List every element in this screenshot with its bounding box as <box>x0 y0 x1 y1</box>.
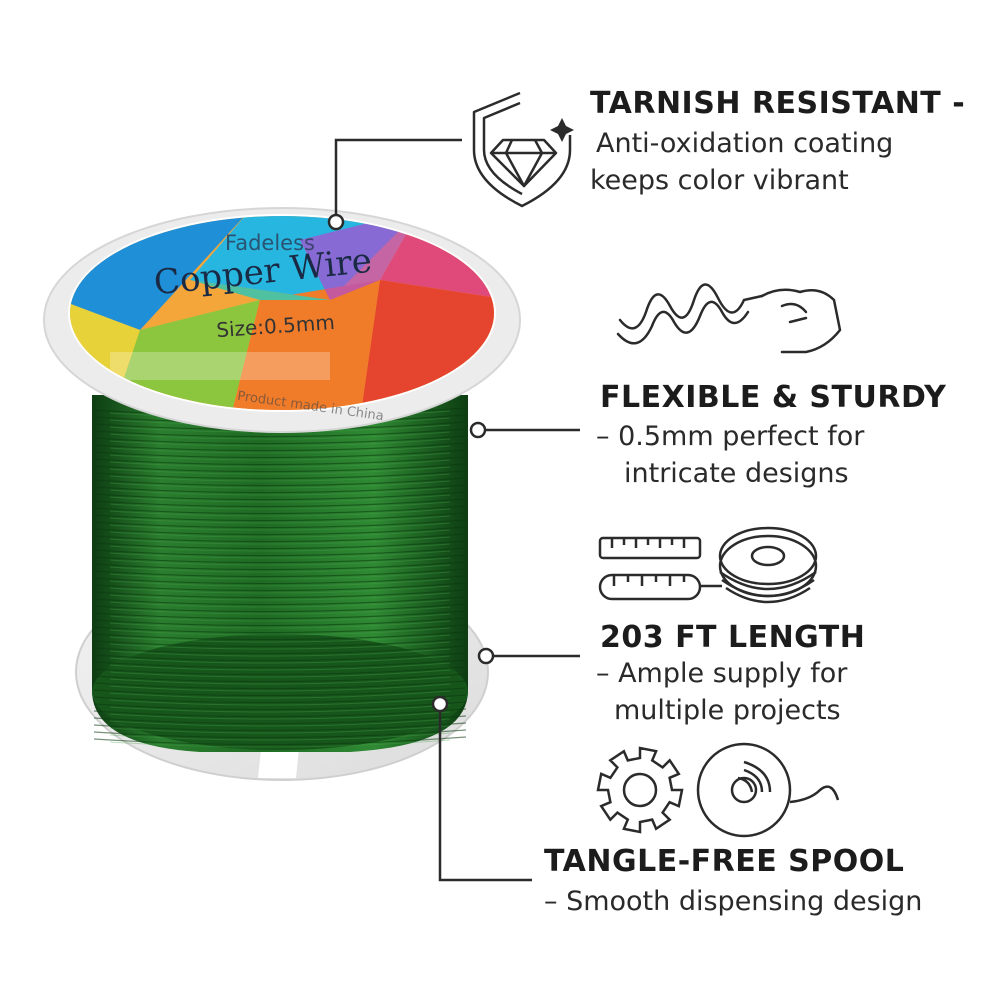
feature-title-tarnish-text: TARNISH RESISTANT <box>590 86 942 121</box>
gear-spool-icon <box>596 742 840 838</box>
feature-desc-line: – 0.5mm perfect for <box>596 421 865 452</box>
feature-desc-line: keeps color vibrant <box>590 165 849 196</box>
feature-title-separator: - <box>952 86 966 121</box>
leader-dots <box>327 213 495 713</box>
feature-desc-line: intricate designs <box>624 458 849 489</box>
feature-desc-line: Anti-oxidation coating <box>596 128 894 159</box>
feature-title-length: 203 FT LENGTH <box>600 620 866 655</box>
feature-title-tarnish: TARNISH RESISTANT - <box>590 86 965 121</box>
label-brand: Fadeless <box>225 231 315 255</box>
feature-title-flexible: FLEXIBLE & STURDY <box>600 380 947 415</box>
coiled-wire-hand-icon <box>616 283 842 354</box>
tape-measure-spool-icon <box>598 526 818 604</box>
leader-tarnish <box>334 138 462 222</box>
feature-desc-line: – Smooth dispensing design <box>544 886 923 917</box>
wire-winding <box>92 395 468 752</box>
feature-desc-length: – Ample supply for multiple projects <box>596 655 847 729</box>
feature-desc-tarnish: Anti-oxidation coating keeps color vibra… <box>590 125 894 199</box>
feature-desc-line: – Ample supply for <box>596 658 848 689</box>
leader-spool <box>438 704 532 882</box>
feature-desc-spool: – Smooth dispensing design <box>544 883 922 920</box>
leader-lines <box>334 138 580 882</box>
feature-desc-flexible: – 0.5mm perfect for intricate designs <box>596 418 864 492</box>
shield-diamond-icon <box>472 91 574 208</box>
feature-title-spool: TANGLE-FREE SPOOL <box>544 844 905 879</box>
feature-desc-line: multiple projects <box>614 695 841 726</box>
